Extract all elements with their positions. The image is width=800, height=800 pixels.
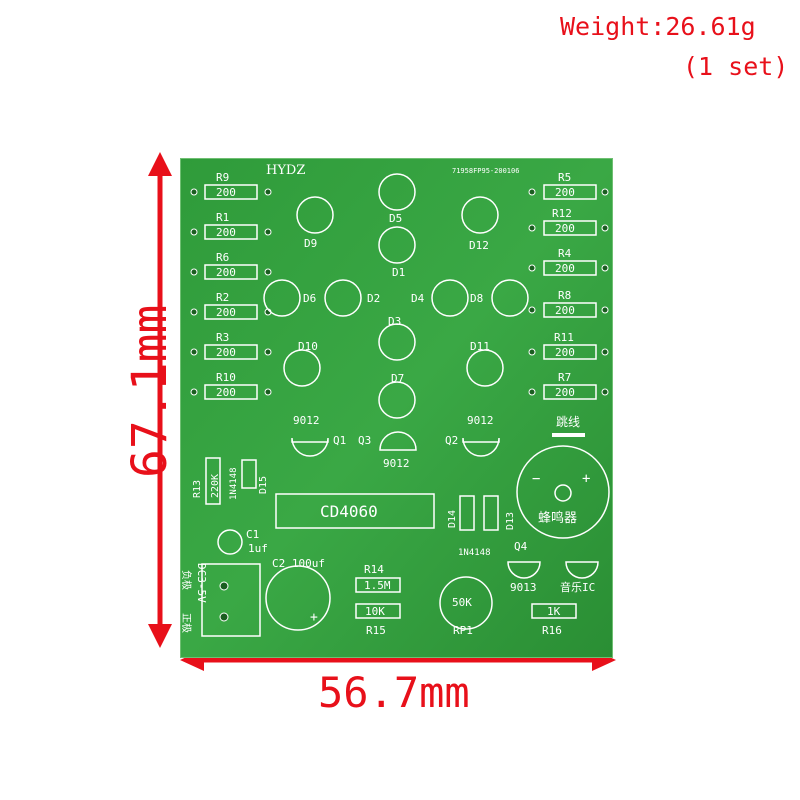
buzzer-minus: − [532,471,540,487]
board-surface [180,158,613,658]
height-arrow [148,152,172,648]
svg-text:220K: 220K [210,474,221,498]
buzzer-label: 蜂鸣器 [538,510,577,526]
transistor-label: Q1 [333,434,346,447]
resistor-value: 200 [555,222,575,235]
d14-label: D14 [447,510,458,528]
resistor-value: 200 [216,346,236,359]
led-label: D5 [389,212,402,225]
resistor-value: 200 [555,262,575,275]
resistor-value: 200 [216,386,236,399]
resistor-label: R7 [558,371,571,384]
brand-text: HYDZ [266,163,305,178]
led-label: D9 [304,237,317,250]
resistor-value: 200 [555,186,575,199]
ic-outline [275,493,435,529]
led-footprints [263,173,529,419]
led-label: D1 [392,266,405,279]
transistor-label: Q3 [358,434,371,447]
r15-name: R15 [366,624,386,637]
resistor-value: 200 [216,266,236,279]
resistor-label: R2 [216,291,229,304]
led-label: D4 [411,292,425,305]
ic-label: CD4060 [320,502,378,521]
svg-text:D15: D15 [258,476,269,494]
c1-outline [217,529,243,555]
led-label: D3 [388,315,401,328]
resistor-value: 200 [216,186,236,199]
resistor-value: 200 [555,386,575,399]
transistor-label: 9012 [293,414,320,427]
buzzer-plus: + [582,471,590,487]
transistor-label: 9012 [467,414,494,427]
svg-text:R13: R13 [192,480,203,498]
buzzer-outline [516,445,610,539]
c1-name: C1 [246,528,259,541]
r16-value: 1K [547,605,561,618]
rp1-name: RP1 [453,624,473,637]
transistor-label: Q2 [445,434,458,447]
rp1-value: 50K [452,596,472,609]
r15-value: 10K [365,605,385,618]
set-label: (1 set) [683,52,789,81]
q4-value: 9013 [510,581,537,594]
c2-plus: + [310,610,318,625]
board-code: 71958FP95-200106 [452,167,519,175]
pcb-board: HYDZ 71958FP95-200106 R9 200 R1 200 R6 2… [180,158,613,658]
q4-name: Q4 [514,540,528,553]
rp1-outline [439,576,493,630]
c2-label: C2 100uf [272,557,325,570]
width-label: 56.7mm [318,668,470,717]
d14-outline [459,495,475,531]
led-labels: D5 D9 D12 D1 D6 D2 D4 D8 D3 D10 D11 D7 [298,212,490,385]
diode-value: 1N4148 [458,548,491,558]
transistors: 9012 Q1 Q3 9012 9012 Q2 [291,414,500,470]
led-label: D10 [298,340,318,353]
resistor-label: R9 [216,171,229,184]
resistor-label: R3 [216,331,229,344]
led-label: D8 [470,292,483,305]
jumper-bar [552,433,585,437]
resistor-value: 200 [555,346,575,359]
d13-outline [483,495,499,531]
music-ic-label: 音乐IC [560,580,595,594]
power-connector [201,563,261,637]
resistor-label: R1 [216,211,229,224]
transistor-label: 9012 [383,457,410,470]
resistor-label: R8 [558,289,571,302]
resistor-label: R6 [216,251,229,264]
left-resistors: R9 200 R1 200 R6 200 R2 200 R3 200 [190,171,272,400]
r14-name: R14 [364,563,384,576]
d13-label: D13 [505,512,516,530]
led-label: D12 [469,239,489,252]
jumper-label: 跳线 [556,415,580,429]
height-label: 67.1mm [122,304,178,478]
weight-label: Weight:26.61g [560,12,756,41]
d15-group: 1N4148 D15 [229,459,269,500]
pos-label: 正极 [180,613,193,633]
c2-outline [265,565,331,631]
resistor-label: R10 [216,371,236,384]
resistor-label: R12 [552,207,572,220]
resistor-label: R4 [558,247,572,260]
r13-group: 220K R13 [192,457,221,505]
r16-name: R16 [542,624,562,637]
led-label: D7 [391,372,404,385]
r16-outline [531,603,577,619]
svg-text:1N4148: 1N4148 [229,467,239,500]
resistor-value: 200 [216,226,236,239]
c1-value: 1uf [248,542,268,555]
resistor-value: 200 [216,306,236,319]
resistor-value: 200 [555,304,575,317]
resistor-label: R5 [558,171,571,184]
led-label: D6 [303,292,316,305]
led-label: D2 [367,292,380,305]
right-resistors: R5 200 R12 200 R4 200 R8 200 R11 200 [528,171,609,400]
neg-label: 负极 [180,570,193,590]
led-label: D11 [470,340,490,353]
resistor-label: R11 [554,331,574,344]
r14-value: 1.5M [364,579,391,592]
